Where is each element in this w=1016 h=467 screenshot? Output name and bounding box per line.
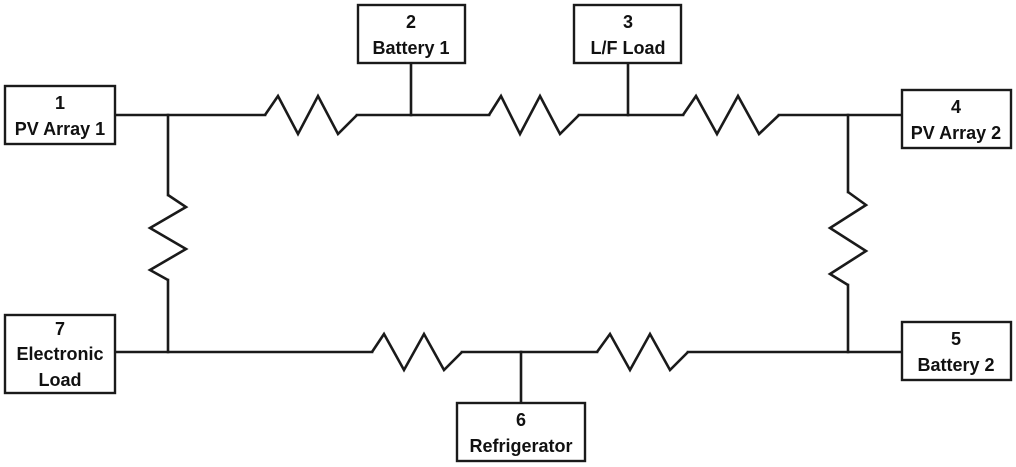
resistor-2-3 <box>487 93 580 137</box>
node-4-box: 4 PV Array 2 <box>900 88 1013 150</box>
resistor-5-6 <box>595 331 689 373</box>
resistor-7-1 <box>147 193 189 282</box>
node-7-label-line-2: Load <box>39 370 82 390</box>
node-7-number: 7 <box>55 319 65 339</box>
node-3-number: 3 <box>623 12 633 32</box>
node-5-label: Battery 2 <box>917 355 994 375</box>
resistor-4-5 <box>827 190 869 287</box>
node-5-box: 5 Battery 2 <box>900 320 1013 382</box>
node-3-label: L/F Load <box>591 38 666 58</box>
node-5-number: 5 <box>951 329 961 349</box>
node-3-box: 3 L/F Load <box>572 3 683 65</box>
node-7-label-line-1: Electronic <box>16 344 103 364</box>
resistors <box>147 93 869 373</box>
node-6-box: 6 Refrigerator <box>455 401 587 463</box>
node-4-number: 4 <box>951 97 961 117</box>
node-1-box: 1 PV Array 1 <box>3 84 117 146</box>
resistor-6-7 <box>370 331 463 373</box>
resistor-3-4 <box>681 93 780 137</box>
node-2-box: 2 Battery 1 <box>356 3 467 65</box>
node-6-label: Refrigerator <box>469 436 572 456</box>
node-1-label: PV Array 1 <box>15 119 105 139</box>
node-7-box: 7 Electronic Load <box>3 313 117 395</box>
node-4-label: PV Array 2 <box>911 123 1001 143</box>
node-2-label: Battery 1 <box>372 38 449 58</box>
node-1-number: 1 <box>55 93 65 113</box>
node-2-number: 2 <box>406 12 416 32</box>
wires <box>114 62 904 405</box>
resistor-1-2 <box>263 93 358 137</box>
node-6-number: 6 <box>516 410 526 430</box>
